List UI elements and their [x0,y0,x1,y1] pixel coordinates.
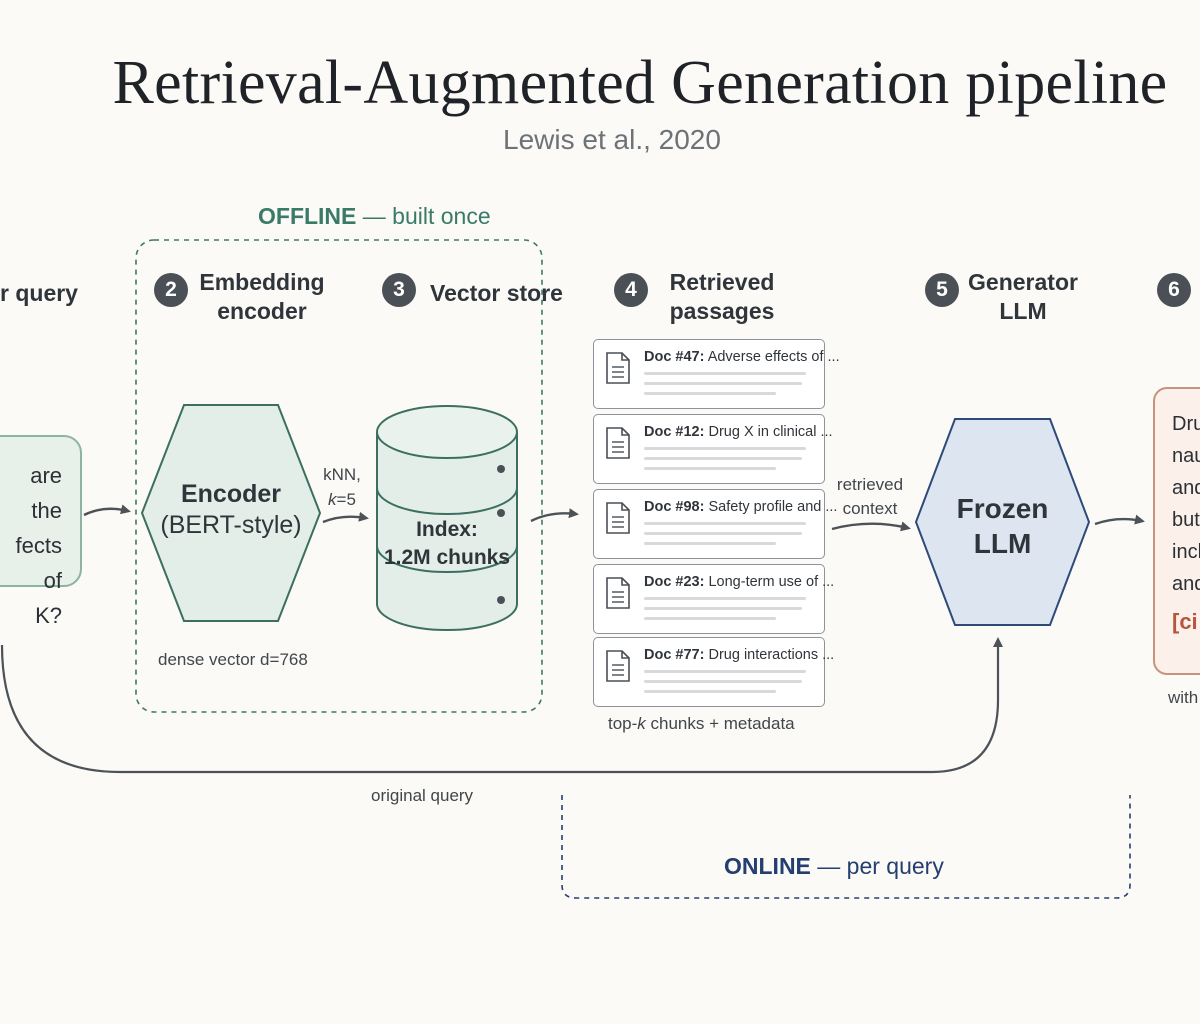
arrow-passages-to-llm [831,521,911,532]
encoder-node-label: Encoder (BERT-style) [160,480,302,539]
encoder-node [140,404,322,622]
document-card: Doc #98: Safety profile and ... [593,489,837,559]
document-heading: Doc #12: Drug X in clinical ... [644,424,833,440]
document-text-lines [644,447,806,477]
document-card: Doc #12: Drug X in clinical ... [593,414,833,484]
step-2-badge: 2 [154,273,188,307]
llm-node [914,418,1091,626]
step-4-badge: 4 [614,273,648,307]
passages-note: top-k chunks + metadata [608,714,795,733]
step-5-badge: 5 [925,273,959,307]
document-card: Doc #77: Drug interactions ... [593,637,834,707]
step-6-badge: 6 [1157,273,1191,307]
document-icon [606,650,630,682]
answer-citation: [ci [1172,609,1198,634]
arrow-original-query [0,637,1003,774]
arrow-store-to-passages [530,508,579,523]
document-icon [606,577,630,609]
answer-note: with [1168,688,1199,707]
answer-box [1153,387,1200,675]
answer-text: Dru nau and but incl and [ci [1172,408,1200,638]
document-text-lines [644,522,806,552]
arrow-query-to-encoder [83,504,131,517]
document-heading: Doc #77: Drug interactions ... [644,647,835,663]
arrow-llm-to-answer [1094,514,1145,526]
document-card: Doc #47: Adverse effects of ... [593,339,840,409]
document-card: Doc #23: Long-term use of ... [593,564,834,634]
step-3-badge: 3 [382,273,416,307]
document-text-lines [644,670,806,700]
step-query-title: r query [0,280,78,306]
step-3-title: Vector store [430,280,563,306]
diagram-title: Retrieval-Augmented Generation pipeline [112,49,1168,117]
original-query-label: original query [371,786,474,805]
vector-store-label: Index:1.2M chunks [383,518,511,569]
diagram-subtitle: Lewis et al., 2020 [503,124,721,155]
online-zone-border [561,795,1131,899]
query-box [0,435,82,587]
online-zone-label: ONLINE — per query [724,853,944,879]
knn-edge-label: kNN, k=5 [323,465,361,509]
document-text-lines [644,597,806,627]
offline-zone-border [135,239,543,713]
encoder-note: dense vector d=768 [158,650,308,669]
document-heading: Doc #23: Long-term use of ... [644,574,835,590]
document-heading: Doc #47: Adverse effects of ... [644,349,840,365]
document-icon [606,502,630,534]
document-text-lines [644,372,806,402]
document-icon [606,352,630,384]
vector-store-node [376,405,518,631]
offline-zone-label: OFFLINE — built once [258,203,491,229]
arrow-encoder-to-store [322,511,369,524]
document-heading: Doc #98: Safety profile and ... [644,499,838,515]
document-icon [606,427,630,459]
